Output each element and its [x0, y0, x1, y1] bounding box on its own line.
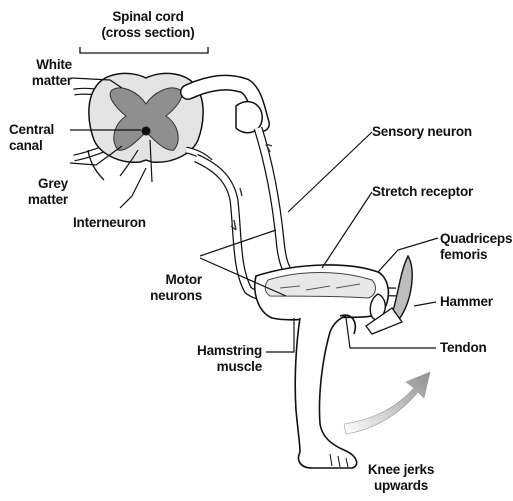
spinal-cord-label-line2: (cross section) [92, 25, 204, 41]
quadriceps-label-line1: Quadriceps [440, 231, 512, 247]
spinal-cord-label: Spinal cord (cross section) [92, 9, 204, 41]
tendon-label: Tendon [440, 340, 487, 356]
hamstring-label-line2: muscle [180, 359, 262, 375]
motor-neurons-label-line2: neurons [122, 288, 202, 304]
white-matter-label: White matter [14, 57, 72, 89]
knee-jerks-label-line2: upwards [356, 478, 446, 494]
quadriceps-femoris-label: Quadriceps femoris [440, 231, 512, 263]
knee-jerks-label-line1: Knee jerks [356, 462, 446, 478]
hammer-label: Hammer [440, 294, 493, 310]
interneuron-label: Interneuron [73, 215, 146, 231]
white-matter-label-line1: White [14, 57, 72, 73]
central-canal-dot [142, 127, 151, 136]
knee-jerks-label: Knee jerks upwards [356, 462, 446, 494]
stretch-receptor-leader [322, 192, 372, 268]
lower-leg-outline [295, 316, 356, 468]
quadriceps-label-line2: femoris [440, 247, 512, 263]
motor-neurons-label-line1: Motor [122, 272, 202, 288]
sensory-neuron-label: Sensory neuron [372, 124, 472, 140]
motor-neurons-label: Motor neurons [122, 272, 202, 304]
knee-jerk-arrow [344, 372, 430, 434]
stretch-receptor-label: Stretch receptor [372, 184, 473, 200]
hamstring-leader [266, 318, 294, 352]
hammer-leader [414, 302, 436, 306]
central-canal-label: Central canal [9, 122, 54, 154]
hamstring-label-line1: Hamstring [180, 343, 262, 359]
white-matter-label-line2: matter [14, 73, 72, 89]
central-canal-label-line2: canal [9, 138, 54, 154]
interneuron-leader [120, 168, 146, 208]
spinal-cord-bracket [80, 47, 208, 53]
sensory-neuron-leader [288, 132, 372, 212]
central-canal-label-line1: Central [9, 122, 54, 138]
hamstring-muscle-label: Hamstring muscle [180, 343, 262, 375]
grey-matter-label: Grey matter [10, 176, 68, 208]
spinal-cord-label-line1: Spinal cord [92, 9, 204, 25]
grey-matter-label-line1: Grey [10, 176, 68, 192]
grey-matter-label-line2: matter [10, 192, 68, 208]
